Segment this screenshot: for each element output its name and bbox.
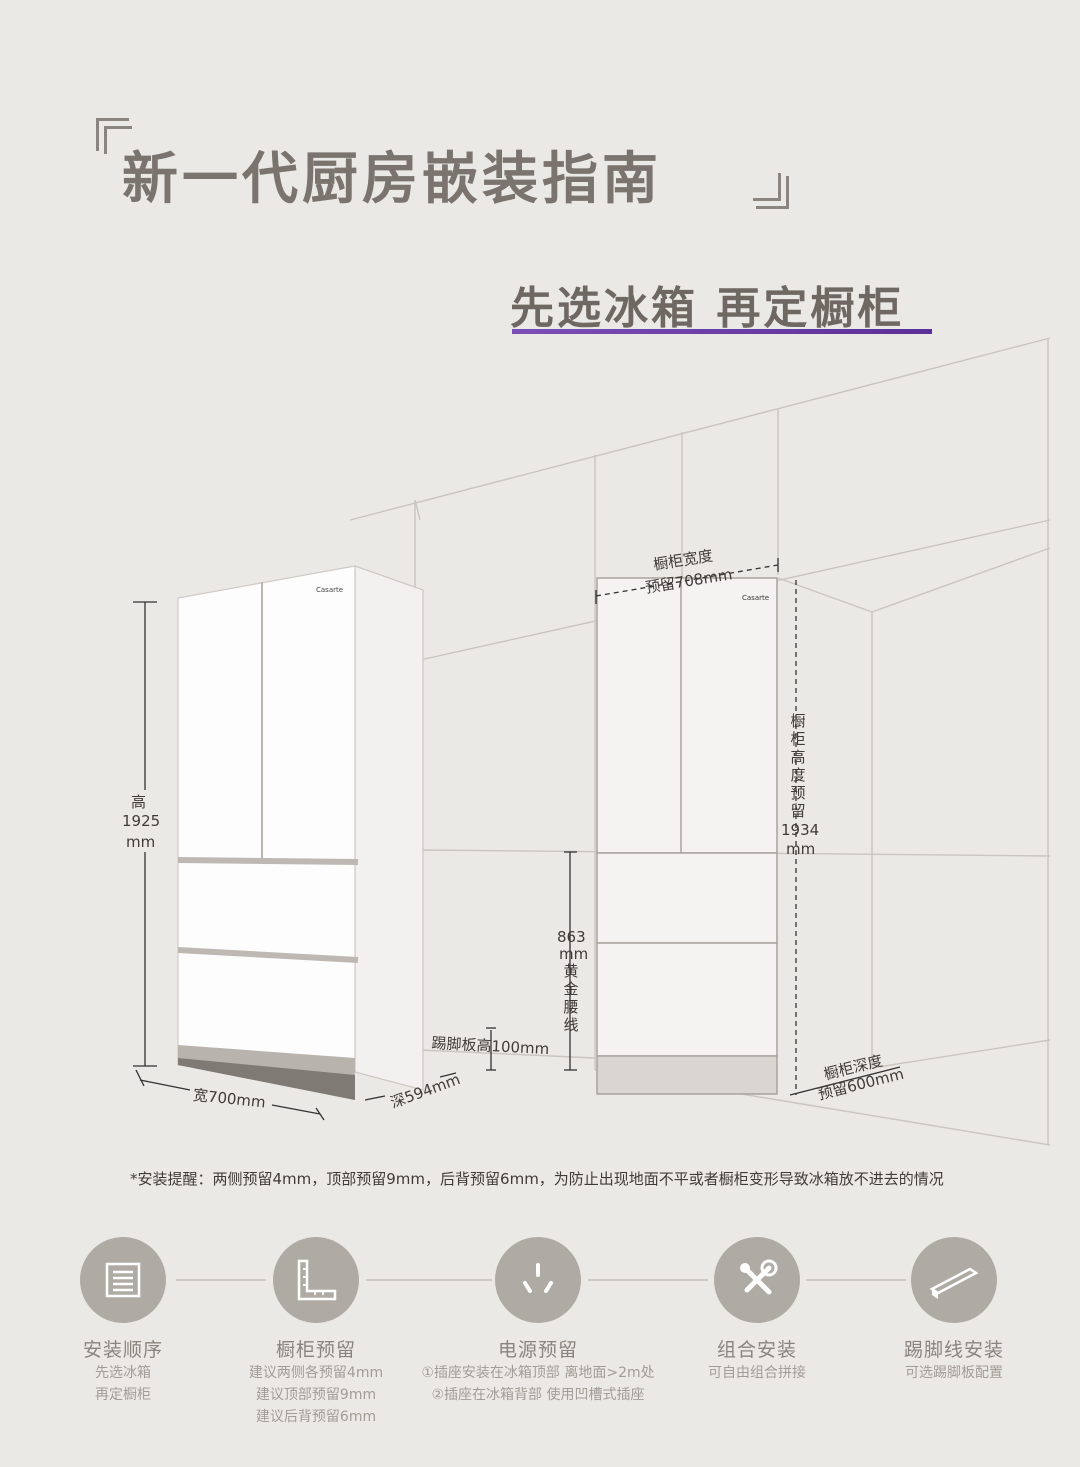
kickboard-icon xyxy=(911,1237,997,1323)
socket-icon xyxy=(495,1237,581,1323)
installation-note: *安装提醒：两侧预留4mm，顶部预留9mm，后背预留6mm，为防止出现地面不平或… xyxy=(130,1170,944,1188)
ruler-corner-icon xyxy=(273,1237,359,1323)
step-desc: 可选踢脚板配置 xyxy=(905,1365,1003,1381)
step-kickboard-install: 踢脚线安装 可选踢脚板配置 xyxy=(859,1237,1049,1384)
step-desc: ②插座在冰箱背部 使用凹槽式插座 xyxy=(431,1387,645,1403)
waistline-value: 863 xyxy=(557,928,586,946)
step-connector xyxy=(806,1279,906,1281)
kitchen-illustration: Casarte Casarte xyxy=(133,337,1051,1146)
cabinet-dimension-lines xyxy=(486,558,901,1096)
subtitle-underline xyxy=(512,329,932,334)
step-desc: 建议顶部预留9mm xyxy=(255,1387,377,1403)
step-connector xyxy=(588,1279,708,1281)
fridge-in-cabinet xyxy=(596,577,778,1095)
step-connector xyxy=(366,1279,492,1281)
fridge-logo: Casarte xyxy=(316,586,343,594)
step-title: 踢脚线安装 xyxy=(903,1339,1004,1361)
page-subtitle: 先选冰箱 再定橱柜 xyxy=(510,283,905,334)
step-title: 组合安装 xyxy=(716,1339,797,1361)
cabinet-fridge-logo: Casarte xyxy=(742,594,769,602)
fridge-height-value: 1925 xyxy=(122,812,161,830)
list-icon xyxy=(80,1237,166,1323)
cabinet-height-label: 橱柜高度预留 xyxy=(790,712,806,820)
fridge-illustration: Casarte xyxy=(177,565,424,1100)
step-desc: 建议两侧各预留4mm xyxy=(248,1365,384,1381)
step-desc: 先选冰箱 xyxy=(95,1365,151,1381)
cabinet-height-value: 1934 xyxy=(781,821,820,839)
fridge-height-label: 高 xyxy=(131,793,147,811)
fridge-dimension-lines xyxy=(133,601,457,1121)
step-desc: ①插座安装在冰箱顶部 离地面>2m处 xyxy=(421,1365,655,1381)
title-block: 新一代厨房嵌装指南 xyxy=(96,118,789,218)
fridge-height-unit: mm xyxy=(126,833,156,851)
waistline-label: 黄金腰线 xyxy=(563,962,579,1034)
cabinet-height-unit: mm xyxy=(786,840,816,858)
open-bracket-icon xyxy=(96,118,132,154)
page-title: 新一代厨房嵌装指南 xyxy=(122,147,662,212)
step-cabinet-reserve: 橱柜预留 建议两侧各预留4mm 建议顶部预留9mm 建议后背预留6mm xyxy=(221,1237,411,1428)
waistline-unit: mm xyxy=(559,945,589,963)
step-title: 电源预留 xyxy=(497,1339,578,1361)
close-bracket-icon xyxy=(753,173,789,209)
step-title: 安装顺序 xyxy=(82,1339,163,1361)
step-desc: 建议后背预留6mm xyxy=(255,1409,377,1425)
step-title: 橱柜预留 xyxy=(275,1339,356,1361)
tools-icon xyxy=(714,1237,800,1323)
step-desc: 可自由组合拼接 xyxy=(708,1365,806,1381)
step-connector xyxy=(176,1279,266,1281)
step-power-reserve: 电源预留 ①插座安装在冰箱顶部 离地面>2m处 ②插座在冰箱背部 使用凹槽式插座 xyxy=(403,1237,673,1406)
step-desc: 再定橱柜 xyxy=(95,1387,151,1403)
step-combined-install: 组合安装 可自由组合拼接 xyxy=(662,1237,852,1384)
step-install-order: 安装顺序 先选冰箱 再定橱柜 xyxy=(28,1237,218,1406)
